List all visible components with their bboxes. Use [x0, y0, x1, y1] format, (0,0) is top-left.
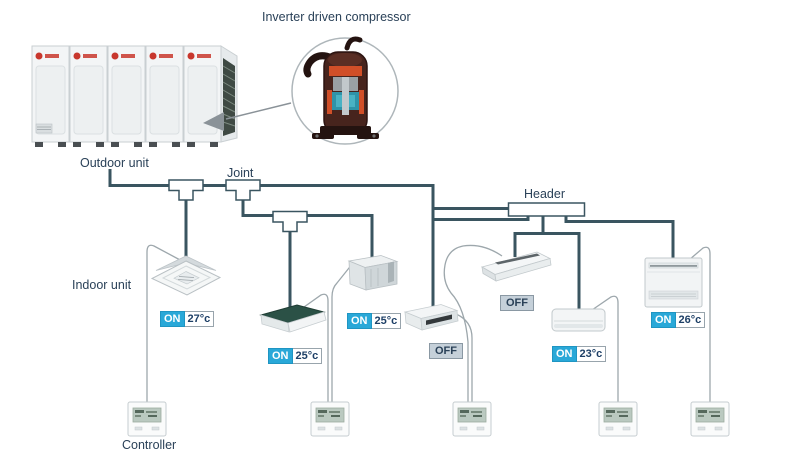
remote-controllers [127, 401, 730, 437]
wire-controller2-a [296, 293, 329, 402]
joint-1 [168, 179, 204, 201]
label-outdoor-unit: Outdoor unit [80, 156, 149, 170]
wire-controller2-b [331, 262, 354, 402]
joint-3 [272, 210, 308, 233]
temp-value: 26°c [675, 312, 706, 328]
wire-controller3-a [455, 313, 473, 402]
pipe-header-branch-right [564, 216, 675, 261]
on-label: ON [268, 348, 293, 364]
pipe-header-branch-mid [513, 216, 581, 311]
on-label: ON [160, 311, 185, 327]
compressor-image [303, 36, 379, 139]
temp-value: 23°c [576, 346, 607, 362]
label-inverter-compressor: Inverter driven compressor [262, 10, 411, 24]
wire-controller1 [146, 244, 183, 402]
branch-fittings [168, 179, 586, 233]
outdoor-cabinets [31, 45, 222, 147]
temp-value: 25°c [292, 348, 323, 364]
joint-2 [225, 179, 261, 201]
main-pipe [108, 169, 509, 210]
wire-controller4 [591, 295, 619, 402]
label-indoor-unit: Indoor unit [72, 278, 132, 292]
controller-5 [690, 401, 730, 437]
outdoor-unit-image [31, 45, 238, 147]
on-label: ON [552, 346, 577, 362]
indoor-unit-ceiling-suspended [480, 251, 552, 282]
status-badge-floor-console: ON 26°c [651, 312, 706, 328]
on-label: ON [651, 312, 676, 328]
indoor-unit-floor-console [644, 257, 703, 308]
off-label: OFF [429, 343, 463, 359]
temp-value: 25°c [371, 313, 402, 329]
indoor-unit-vertical-concealed [347, 255, 399, 291]
label-controller: Controller [122, 438, 177, 452]
wire-controller5 [688, 246, 711, 402]
pipe-header-branch-left [431, 206, 530, 308]
indoor-unit-cassette [150, 255, 222, 296]
on-label: ON [347, 313, 372, 329]
callout-line [225, 102, 292, 120]
status-badge-wall-mounted: ON 23°c [552, 346, 607, 362]
status-badge-ceiling-suspended: OFF [500, 295, 534, 311]
compressor-callout [203, 36, 399, 145]
controller-wiring [146, 244, 711, 402]
indoor-unit-wall-mounted [551, 308, 606, 332]
status-badge-vertical-concealed: ON 25°c [347, 313, 402, 329]
header-box [507, 202, 586, 217]
controller-2 [310, 401, 350, 437]
temp-value: 27°c [184, 311, 215, 327]
controller-1 [127, 401, 167, 437]
status-badge-slim-duct: OFF [429, 343, 463, 359]
callout-arrow-icon [203, 112, 224, 131]
label-joint: Joint [227, 166, 254, 180]
pipe-joint2-branch [241, 195, 374, 260]
label-header: Header [524, 187, 565, 201]
controller-3 [452, 401, 492, 437]
indoor-unit-concealed-duct [259, 304, 327, 333]
status-badge-concealed-duct: ON 25°c [268, 348, 323, 364]
off-label: OFF [500, 295, 534, 311]
wire-controller3-b [443, 244, 503, 402]
controller-4 [598, 401, 638, 437]
indoor-unit-slim-duct [403, 304, 459, 331]
status-badge-cassette: ON 27°c [160, 311, 215, 327]
